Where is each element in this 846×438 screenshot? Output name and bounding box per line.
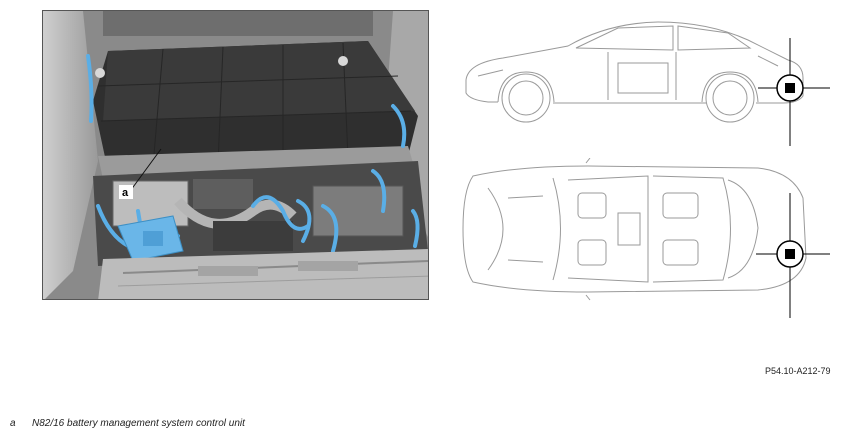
legend-key: a <box>10 418 16 429</box>
trunk-photo-image: a <box>43 11 428 299</box>
legend: a N82/16 battery management system contro… <box>10 418 245 429</box>
trunk-photo: a <box>42 10 429 300</box>
legend-text: N82/16 battery management system control… <box>32 418 245 429</box>
car-side-drawing <box>465 21 830 146</box>
locator-marker-icon <box>758 38 830 146</box>
car-top-drawing <box>462 157 830 318</box>
figure-code: P54.10-A212-79 <box>765 366 831 376</box>
car-side-view <box>458 18 838 163</box>
car-top-view <box>458 157 843 333</box>
callout-a-label: a <box>122 187 129 199</box>
locator-marker-icon <box>756 193 830 318</box>
